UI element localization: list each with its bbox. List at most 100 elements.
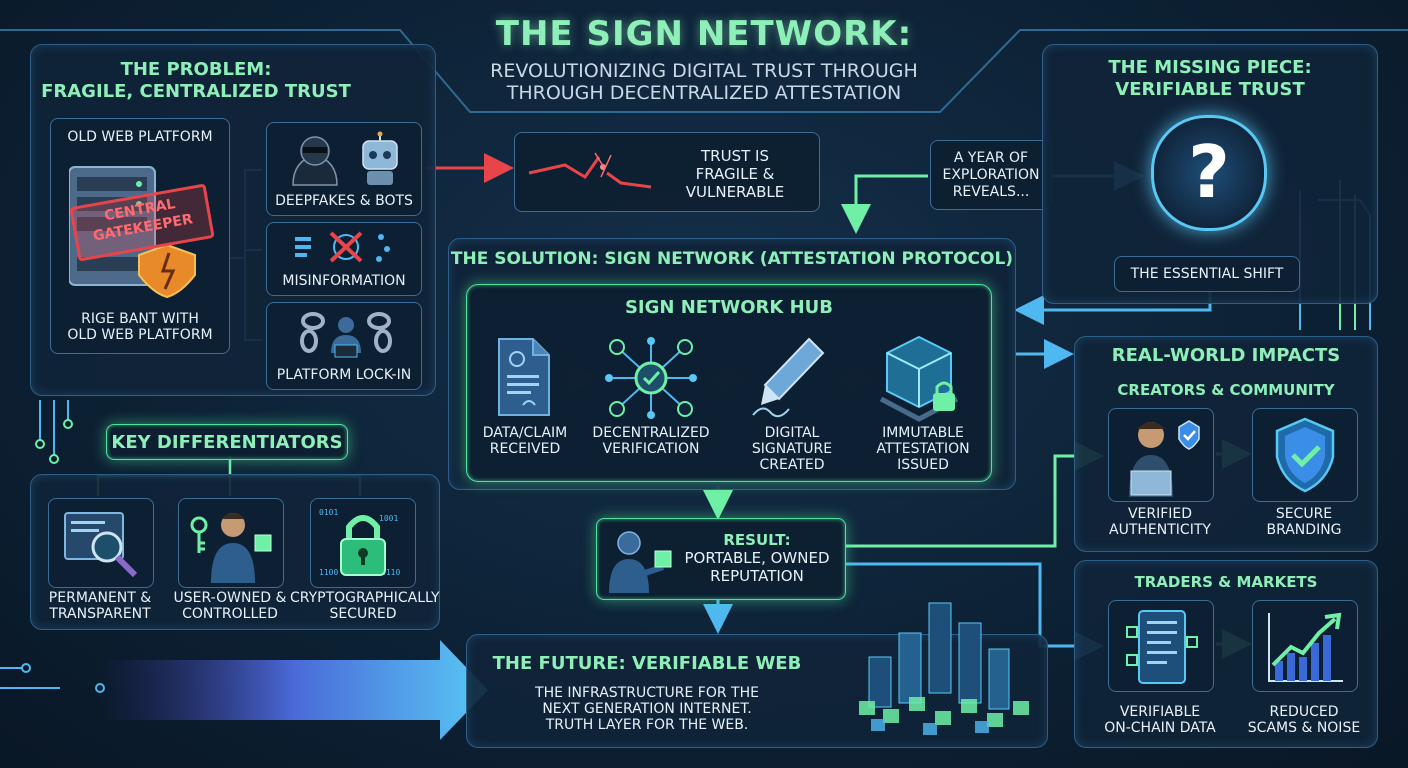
shield-check-icon <box>1273 417 1337 495</box>
missing-piece-title: THE MISSING PIECE: VERIFIABLE TRUST <box>1043 57 1377 101</box>
exploration-card: A YEAR OF EXPLORATION REVEALS... <box>930 140 1052 210</box>
step-3-line3: CREATED <box>737 457 847 473</box>
issue-label-deepfakes: DEEPFAKES & BOTS <box>267 193 421 209</box>
result-text: RESULT: PORTABLE, OWNED REPUTATION <box>677 531 837 585</box>
essential-shift-card: THE ESSENTIAL SHIFT <box>1114 256 1300 292</box>
issue-card-lockin: PLATFORM LOCK-IN <box>266 302 422 390</box>
diff-label-permanent: PERMANENT & TRANSPARENT <box>30 590 170 622</box>
user-key-icon <box>187 505 277 583</box>
city-blocks-icon <box>839 593 1039 743</box>
step-4-line3: ISSUED <box>863 457 983 473</box>
misinformation-icon <box>291 227 401 267</box>
exploration-line1: A YEAR OF <box>931 150 1051 167</box>
diff-label-permanent-line2: TRANSPARENT <box>30 606 170 622</box>
diff-label-crypto: CRYPTOGRAPHICALLY SECURED <box>290 590 436 622</box>
future-line2: NEXT GENERATION INTERNET. <box>477 701 817 717</box>
impact-label-reduced-scams: REDUCED SCAMS & NOISE <box>1236 704 1372 736</box>
issue-card-deepfakes: DEEPFAKES & BOTS <box>266 122 422 216</box>
step-3-line2: SIGNATURE <box>737 441 847 457</box>
deepfake-bot-icon <box>287 131 407 187</box>
impact-label-branding: SECURE BRANDING <box>1236 506 1372 538</box>
differentiators-title: KEY DIFFERENTIATORS <box>107 432 347 453</box>
platform-caption: RIGE BANT WITH OLD WEB PLATFORM <box>51 311 229 343</box>
person-with-cube-icon <box>605 527 675 593</box>
traders-title: TRADERS & MARKETS <box>1075 573 1377 591</box>
step-4-line2: ATTESTATION <box>863 441 983 457</box>
diff-card-user-owned <box>178 498 284 588</box>
issue-label-lockin: PLATFORM LOCK-IN <box>267 367 421 383</box>
onchain-data-icon <box>1125 607 1199 687</box>
future-line3: TRUTH LAYER FOR THE WEB. <box>477 717 817 733</box>
missing-piece-title-line2: VERIFIABLE TRUST <box>1043 79 1377 101</box>
diff-label-crypto-line2: SECURED <box>290 606 436 622</box>
step-3-line1: DIGITAL <box>737 425 847 441</box>
diff-label-user-owned-line1: USER-OWNED & <box>166 590 294 606</box>
impact-label-verified-line1: VERIFIED <box>1090 506 1230 522</box>
problem-title: THE PROBLEM: FRAGILE, CENTRALIZED TRUST <box>31 59 361 103</box>
platform-caption-line2: OLD WEB PLATFORM <box>51 327 229 343</box>
trust-fragile-text: TRUST IS FRAGILE & VULNERABLE <box>665 147 805 201</box>
impact-card-onchain <box>1108 600 1214 692</box>
impact-card-verified <box>1108 408 1214 502</box>
trust-fragile-line2: FRAGILE & <box>665 165 805 183</box>
page-title: THE SIGN NETWORK: <box>420 14 988 54</box>
exploration-line2: EXPLORATION <box>931 167 1051 184</box>
impacts-title: REAL-WORLD IMPACTS <box>1075 345 1377 366</box>
future-line1: THE INFRASTRUCTURE FOR THE <box>477 685 817 701</box>
diff-card-permanent <box>48 498 154 588</box>
step-1-line1: DATA/CLAIM <box>471 425 579 441</box>
magnifier-icon <box>63 507 143 579</box>
result-card: RESULT: PORTABLE, OWNED REPUTATION <box>596 518 846 600</box>
differentiators-title-box: KEY DIFFERENTIATORS <box>106 424 348 460</box>
page-subtitle-line2: THROUGH DECENTRALIZED ATTESTATION <box>420 82 988 104</box>
future-title: THE FUTURE: VERIFIABLE WEB <box>477 653 817 674</box>
attestation-cube-icon <box>879 333 963 423</box>
page-subtitle-line1: REVOLUTIONIZING DIGITAL TRUST THROUGH <box>420 60 988 82</box>
impact-label-reduced-scams-line2: SCAMS & NOISE <box>1236 720 1372 736</box>
impact-label-onchain-line1: VERIFIABLE <box>1090 704 1230 720</box>
diff-label-user-owned: USER-OWNED & CONTROLLED <box>166 590 294 622</box>
impact-card-reduced-scams <box>1252 600 1358 692</box>
impact-label-verified: VERIFIED AUTHENTICITY <box>1090 506 1230 538</box>
problem-title-line1: THE PROBLEM: <box>31 59 361 81</box>
old-web-platform-card: OLD WEB PLATFORM CENTRAL GATEKEEPER RIGE… <box>50 118 230 354</box>
exploration-text: A YEAR OF EXPLORATION REVEALS... <box>931 150 1051 201</box>
step-1-line2: RECEIVED <box>471 441 579 457</box>
trust-fragile-line3: VULNERABLE <box>665 183 805 201</box>
svg-text:1100: 1100 <box>319 568 338 577</box>
issue-card-misinformation: MISINFORMATION <box>266 222 422 296</box>
impact-label-branding-line1: SECURE <box>1236 506 1372 522</box>
step-2-line2: VERIFICATION <box>585 441 717 457</box>
diff-label-user-owned-line2: CONTROLLED <box>166 606 294 622</box>
exploration-line3: REVEALS... <box>931 184 1051 201</box>
diff-label-permanent-line1: PERMANENT & <box>30 590 170 606</box>
step-1-label: DATA/CLAIM RECEIVED <box>471 425 579 457</box>
verification-network-icon <box>601 335 701 421</box>
impact-label-onchain-line2: ON-CHAIN DATA <box>1090 720 1230 736</box>
step-4-label: IMMUTABLE ATTESTATION ISSUED <box>863 425 983 473</box>
platform-caption-line1: RIGE BANT WITH <box>51 311 229 327</box>
hub-title: SIGN NETWORK HUB <box>467 297 991 318</box>
problem-title-line2: FRAGILE, CENTRALIZED TRUST <box>31 81 361 103</box>
sign-network-hub: SIGN NETWORK HUB DATA/CLAIM RECEIVED <box>466 284 992 482</box>
verified-creator-icon <box>1117 413 1207 497</box>
impact-card-branding <box>1252 408 1358 502</box>
impact-label-verified-line2: AUTHENTICITY <box>1090 522 1230 538</box>
result-line1: RESULT: <box>677 531 837 549</box>
solution-title: THE SOLUTION: SIGN NETWORK (ATTESTATION … <box>449 249 1015 269</box>
step-4-line1: IMMUTABLE <box>863 425 983 441</box>
creators-title: CREATORS & COMMUNITY <box>1075 381 1377 399</box>
svg-text:0101: 0101 <box>319 508 338 517</box>
trust-fragile-card: TRUST IS FRAGILE & VULNERABLE <box>514 132 820 212</box>
impact-label-reduced-scams-line1: REDUCED <box>1236 704 1372 720</box>
issue-label-misinformation: MISINFORMATION <box>267 273 421 289</box>
future-text: THE INFRASTRUCTURE FOR THE NEXT GENERATI… <box>477 685 817 733</box>
result-line2: PORTABLE, OWNED <box>677 549 837 567</box>
broken-line-icon <box>525 143 655 199</box>
header: THE SIGN NETWORK: REVOLUTIONIZING DIGITA… <box>420 14 988 104</box>
step-2-label: DECENTRALIZED VERIFICATION <box>585 425 717 457</box>
chain-lock-icon <box>299 307 393 359</box>
growth-chart-icon <box>1263 609 1347 685</box>
